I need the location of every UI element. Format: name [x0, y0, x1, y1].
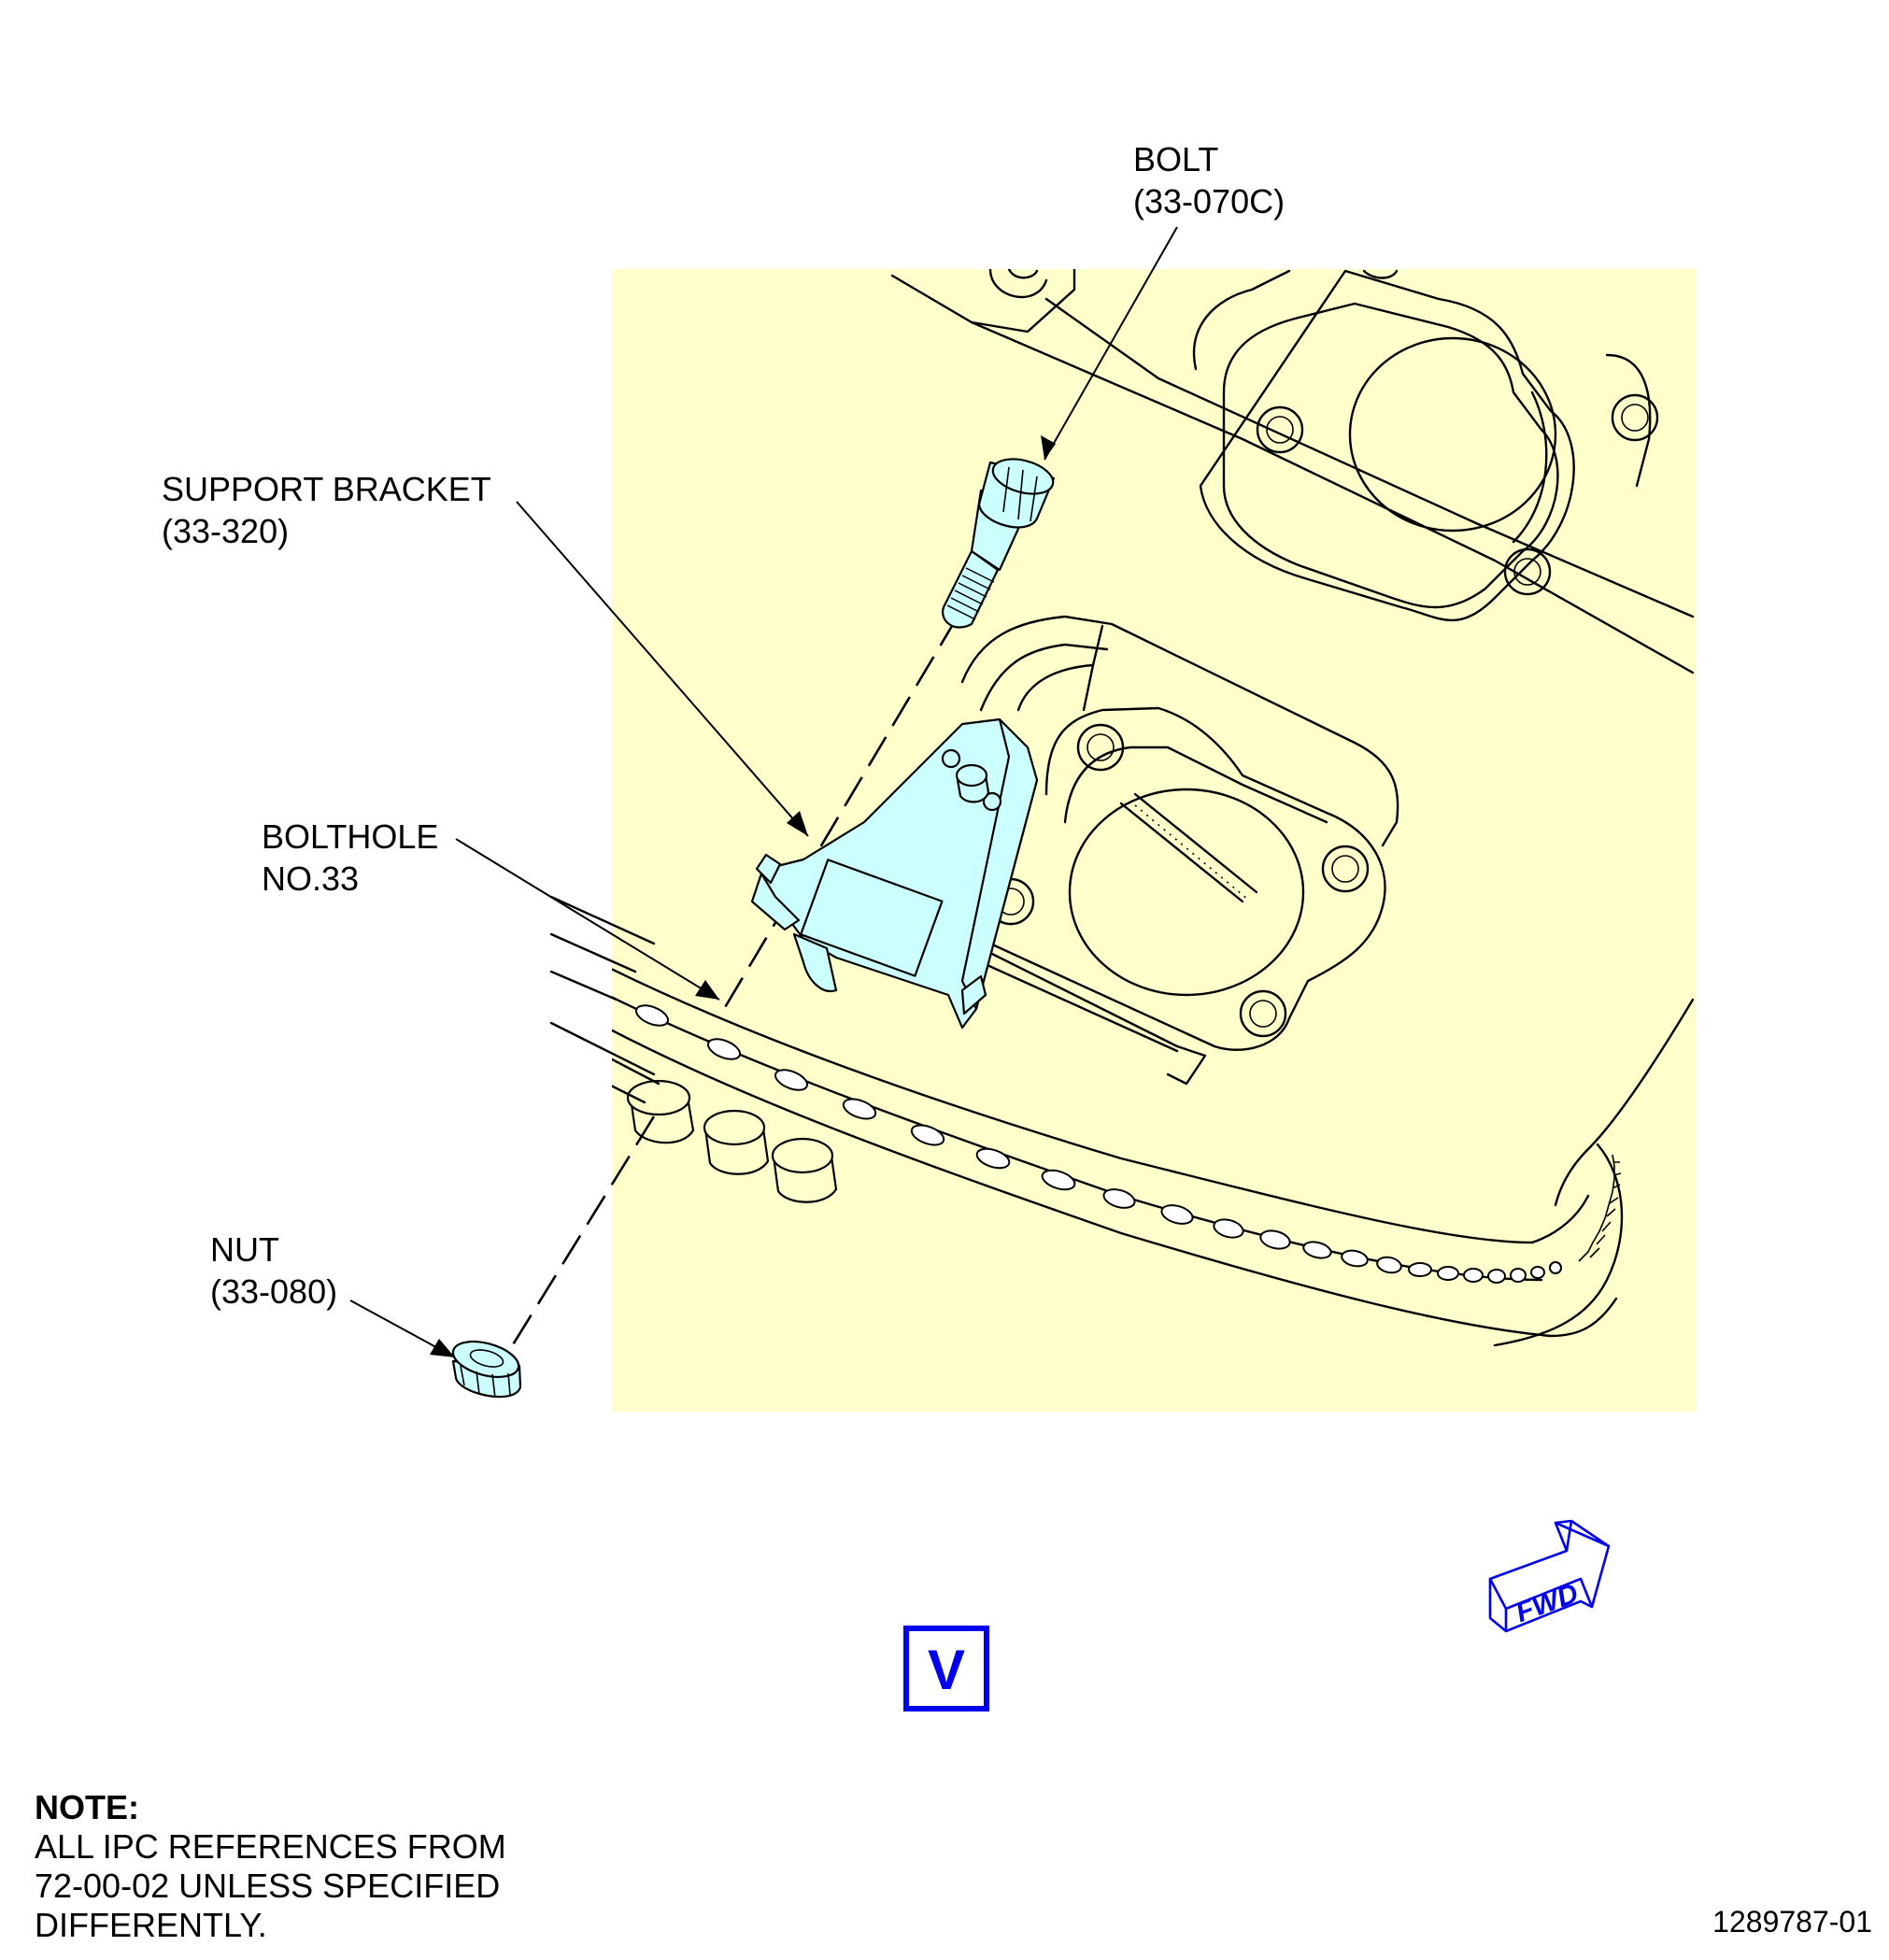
view-letter: V — [928, 1639, 965, 1701]
support-bracket-label: SUPPORT BRACKET — [162, 470, 491, 508]
note-line-2: 72-00-02 UNLESS SPECIFIED — [35, 1867, 500, 1905]
engine-case-drawing — [612, 269, 1695, 1347]
note-line-3: DIFFERENTLY. — [35, 1906, 267, 1944]
bolt-part — [942, 458, 1056, 629]
bolthole-label: BOLTHOLE — [262, 817, 438, 856]
bolt-part-number: (33-070C) — [1133, 182, 1285, 220]
note-line-1: ALL IPC REFERENCES FROM — [35, 1827, 506, 1866]
view-letter-box: V — [903, 1626, 989, 1711]
nut-label: NUT — [210, 1230, 279, 1269]
highlight-area — [612, 269, 1697, 1412]
support-bracket-part-number: (33-320) — [162, 512, 289, 550]
nut-part — [451, 1341, 522, 1399]
leader-lines — [349, 226, 1178, 1358]
support-bracket-part — [750, 717, 1039, 1030]
note-heading: NOTE: — [35, 1788, 139, 1826]
fwd-direction-arrow: FWD — [1488, 1519, 1611, 1633]
bolthole-number: NO.33 — [262, 859, 359, 898]
figure-number: 1289787-01 — [1712, 1905, 1872, 1939]
bolt-label: BOLT — [1133, 140, 1218, 178]
explode-centerline — [498, 616, 959, 1367]
nut-part-number: (33-080) — [210, 1272, 337, 1311]
